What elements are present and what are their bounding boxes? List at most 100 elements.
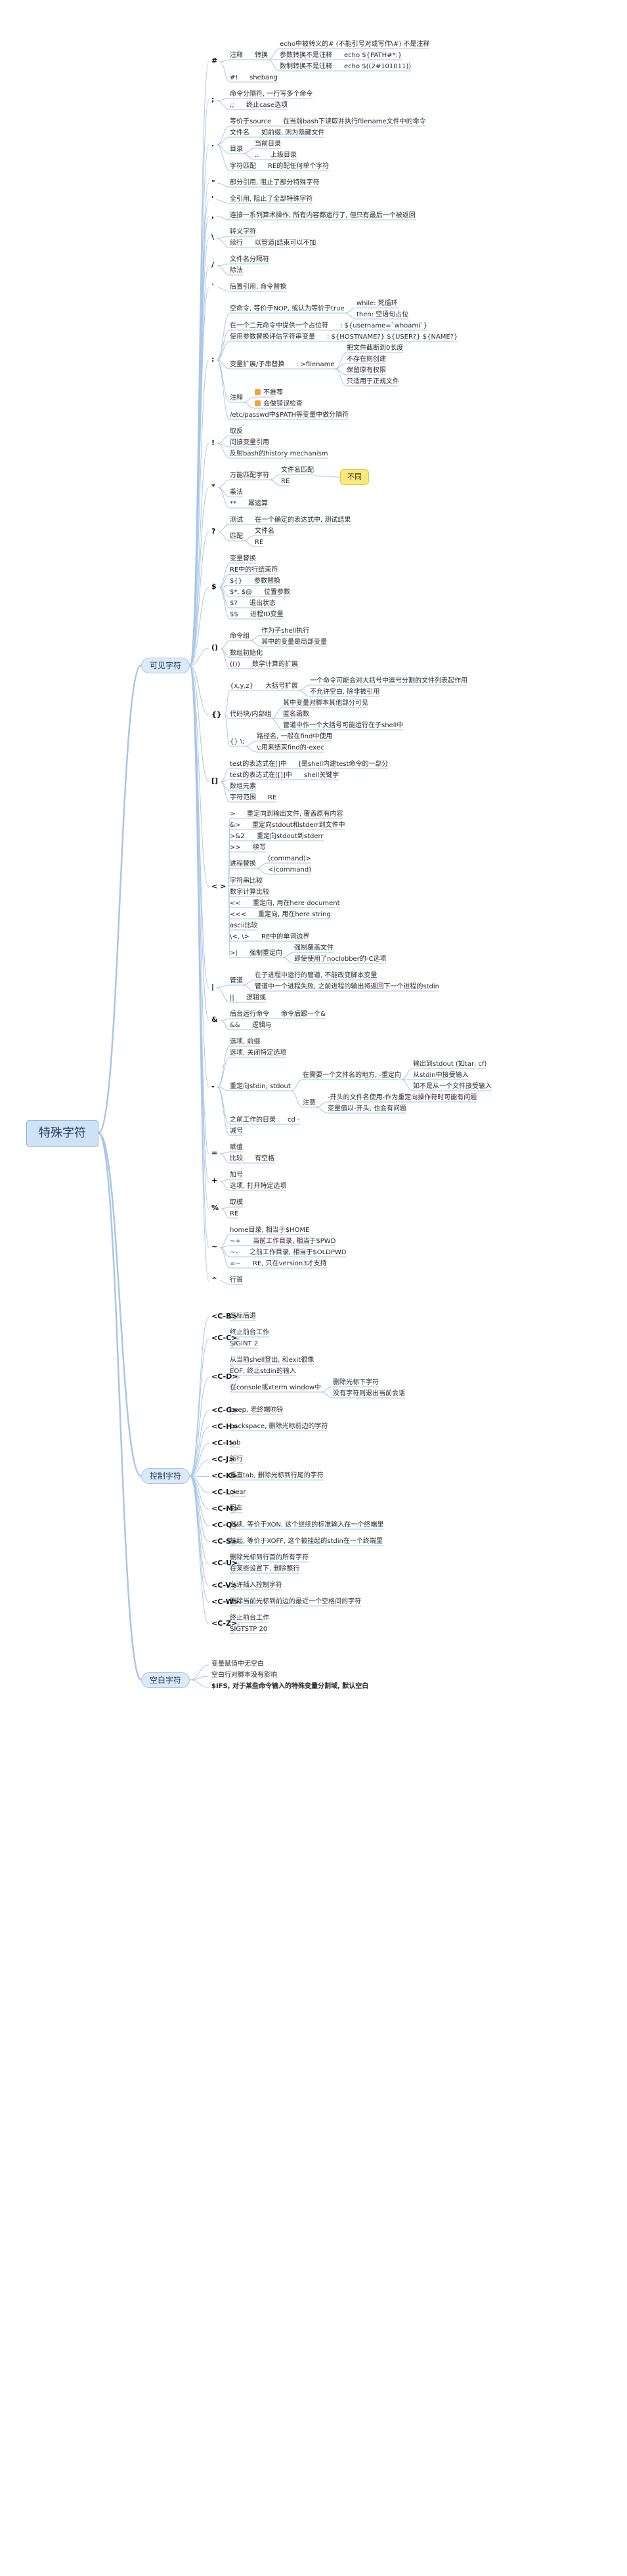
mindmap-node: 字符范围 [230, 793, 256, 801]
connector-line [229, 1586, 240, 1590]
mindmap-node: 注释 [230, 51, 243, 59]
mindmap-node: 大括号扩展 [265, 683, 298, 690]
mindmap-node: 转义字符 [230, 228, 256, 236]
connector-line [97, 664, 142, 1134]
group-key-label: . [211, 139, 215, 148]
connector-line [244, 746, 257, 753]
connector-line [219, 587, 230, 620]
mindmap-node: 在当前bash下读取并执行filename文件中的命令 [283, 117, 426, 125]
mindmap-node: [是shell内建test命令的一部分 [299, 760, 389, 768]
connector-line [217, 524, 230, 532]
mindmap-node: 新行 [230, 1455, 243, 1463]
mindmap-node: 在某些设置下, 删除整行 [230, 1565, 300, 1573]
group-key-label: * [211, 482, 215, 491]
mindmap-node: SIGTSTP 20 [230, 1625, 268, 1633]
mindmap-node: tab [230, 1439, 241, 1446]
connector-line [216, 360, 230, 370]
mindmap-node: 有空格 [255, 1154, 274, 1162]
connector-line [217, 183, 230, 188]
group-key-label: <C-I> [211, 1438, 235, 1447]
mindmap-node: echo中被转义的# (不能引号对或写作\#) 不是注释 [280, 40, 430, 48]
group-key-label: <C-Q> [211, 1520, 238, 1529]
mindmap-node: 幂运算 [248, 499, 268, 507]
mindmap-node: RE的配任何单个字符 [268, 162, 330, 170]
group-key-label: <C-W> [211, 1597, 240, 1606]
connector-line [334, 352, 347, 370]
mindmap-node: << [230, 899, 241, 907]
connector-line [229, 1460, 238, 1464]
mindmap-node: 参数替换 [254, 577, 280, 585]
group-key-label: , [211, 211, 215, 220]
mindmap-node: 匹配 [230, 533, 243, 540]
connector-line [269, 479, 282, 486]
group-key-label: ^ [211, 1275, 218, 1284]
mindmap-node: echo $((2#101011)) [344, 62, 412, 70]
connector-line [189, 287, 209, 666]
mindmap-node: 终止前台工作 [230, 1614, 269, 1622]
mindmap-node: 选项, 前缀 [230, 1038, 261, 1045]
connector-line [220, 640, 230, 649]
connector-line [217, 479, 230, 488]
mindmap-node: 目录 [230, 146, 243, 153]
connector-line [189, 648, 209, 666]
connector-line [216, 238, 230, 248]
connector-line [189, 1475, 209, 1625]
mindmap-node: echo ${PATH#*:} [344, 51, 402, 59]
marker-icon [255, 400, 261, 406]
mindmap-node: <<< [230, 910, 247, 918]
mindmap-node: 文件名 [230, 129, 249, 137]
mindmap-node: 命令后跟一个& [281, 1010, 326, 1018]
mindmap-node: 取反 [230, 427, 243, 435]
mindmap-node: 逻辑或 [246, 994, 266, 1002]
mindmap-node: 文件名分隔符 [230, 255, 269, 263]
mindmap-node: 变量扩展/子串替换 [230, 361, 285, 368]
mindmap-node: 续写 [253, 843, 266, 851]
mindmap-node: 管道中一个进程失败, 之前进程的输出将返回下一个进程的stdin [255, 982, 439, 990]
connector-line [334, 368, 347, 387]
mindmap-node: ** [230, 499, 236, 507]
mindmap-node: 会做错误检查 [255, 400, 303, 408]
branch-node[interactable]: 可见字符 [141, 658, 190, 673]
mindmap-node: ~- [230, 1248, 238, 1256]
mindmap-node: 强制覆盖文件 [294, 944, 334, 952]
connector-line [217, 1057, 230, 1087]
mindmap-node: 注意 [303, 1099, 316, 1107]
group-key-label: <C-B> [211, 1311, 238, 1320]
connector-line [229, 1317, 241, 1321]
connector-line [400, 1079, 414, 1091]
group-key-label: : [211, 354, 215, 364]
mindmap-node: 在一个二元命令中提供一个占位符 [230, 322, 328, 329]
connector-line [224, 715, 230, 719]
mindmap-node: 不推荐 [255, 389, 283, 397]
connector-line [219, 1153, 230, 1164]
mindmap-node: 数字计算比较 [230, 888, 269, 896]
root-node[interactable]: 特殊字符 [26, 1120, 98, 1147]
branch-node[interactable]: 控制字符 [141, 1468, 190, 1484]
mindmap-node: 变量替换 [230, 555, 256, 562]
connector-line [290, 1090, 303, 1108]
mindmap-node: ;; [230, 101, 234, 109]
mindmap-node: then: 空语句占位 [357, 310, 409, 318]
connector-line [229, 1410, 241, 1415]
mindmap-node: 其中变量对脚本其他部分可见 [283, 699, 368, 707]
mindmap-node: 不允许空白, 除非被引用 [310, 688, 380, 696]
mindmap-node: 从当前shell登出, 和exit很像 [230, 1356, 314, 1364]
connector-line [229, 1542, 240, 1546]
connector-line [216, 144, 230, 171]
mindmap-node: 部分引用, 阻止了部分特殊字符 [230, 179, 320, 186]
mindmap-node: 选项, 打开特定选项 [230, 1182, 287, 1190]
group-key-label: - [211, 1082, 215, 1091]
mindmap-node: 垂直tab, 删除光标到行尾的字符 [230, 1471, 324, 1479]
connector-line [267, 59, 280, 72]
group-key-label: <C-G> [211, 1405, 238, 1414]
mindmap-node: 保留原有权限 [347, 366, 386, 374]
mindmap-node: 命令组 [230, 633, 249, 640]
connector-line [224, 690, 230, 715]
branch-node[interactable]: 空白字符 [141, 1672, 190, 1688]
connector-line [255, 868, 269, 875]
mindmap-node: >> [230, 843, 241, 851]
connector-line [229, 1563, 241, 1574]
connector-line [189, 665, 209, 888]
mindmap-node: 测试 [230, 516, 243, 524]
